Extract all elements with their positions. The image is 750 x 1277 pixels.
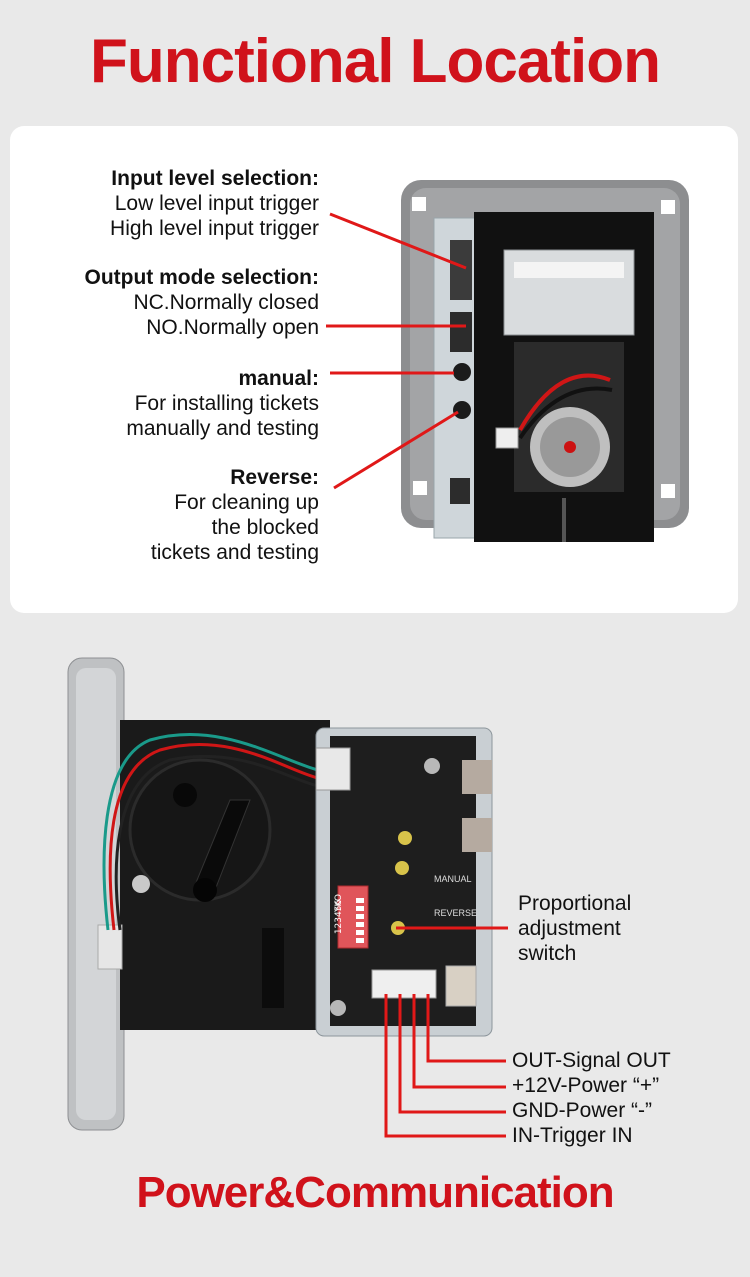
label-heading: Output mode selection: (84, 266, 319, 289)
label-heading: manual: (238, 367, 319, 390)
pin-in: IN-Trigger IN (512, 1124, 633, 1147)
label-input-level: Input level selection: Low level input t… (110, 166, 319, 241)
pin-gnd: GND-Power “-” (512, 1099, 652, 1122)
dip-switch-positions: 123456 (334, 899, 345, 935)
label-reverse: Reverse: For cleaning up the blocked tic… (151, 465, 319, 565)
label-line: the blocked (211, 516, 319, 539)
label-line: For cleaning up (174, 491, 319, 514)
section-title: Power&Communication (136, 1168, 614, 1217)
label-line: NO.Normally open (146, 316, 319, 339)
function-callout-lines (326, 212, 467, 490)
board-label-reverse: REVERSE (434, 908, 478, 918)
board-label-manual: MANUAL (434, 874, 472, 884)
label-output-mode: Output mode selection: NC.Normally close… (84, 265, 319, 340)
annotation-line: Proportional (518, 892, 632, 915)
dispenser-front-view (401, 180, 689, 542)
annotation-line: adjustment (518, 917, 621, 940)
annotation-line: switch (518, 942, 577, 965)
page-title: Functional Location (90, 27, 661, 96)
label-heading: Input level selection: (111, 167, 319, 190)
pin-callout-lines (384, 926, 508, 1138)
label-line: High level input trigger (110, 217, 319, 240)
dip-switch-annotation: Proportional adjustment switch (518, 891, 631, 966)
pin-12v: +12V-Power “+” (512, 1074, 660, 1097)
label-line: Low level input trigger (114, 192, 319, 215)
label-line: NC.Normally closed (133, 291, 319, 314)
label-line: tickets and testing (150, 541, 319, 564)
label-heading: Reverse: (230, 466, 319, 489)
label-line: manually and testing (126, 417, 319, 440)
pin-out: OUT-Signal OUT (512, 1049, 671, 1072)
label-line: For installing tickets (134, 392, 319, 415)
dispenser-side-view (67, 657, 493, 1131)
label-manual: manual: For installing tickets manually … (126, 366, 319, 441)
